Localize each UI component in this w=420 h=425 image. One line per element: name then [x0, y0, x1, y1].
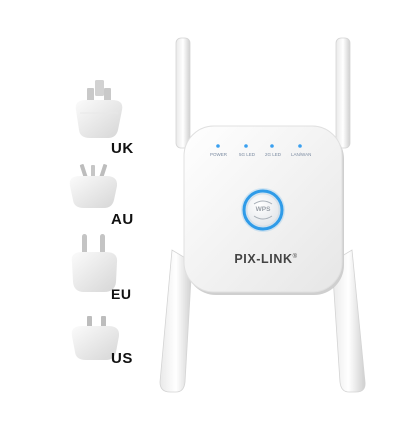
lan-wan-led	[298, 144, 302, 148]
power-led-label: POWER	[210, 152, 228, 157]
uk-plug	[75, 80, 123, 138]
5g-led	[244, 144, 248, 148]
power-led	[216, 144, 220, 148]
led-indicators	[216, 144, 302, 148]
eu-plug-label: EU	[111, 286, 132, 302]
lan-wan-led-label: LAN/WAN	[291, 152, 312, 157]
brand-name: PIX-LINK	[234, 252, 293, 266]
us-plug-label: US	[111, 350, 133, 367]
5g-led-label: 5G LED	[239, 152, 256, 157]
2g-led	[270, 144, 274, 148]
us-plug	[71, 316, 120, 360]
antennas	[159, 37, 366, 393]
brand-logo: PIX-LINK®	[212, 252, 320, 266]
au-plug-label: AU	[111, 211, 134, 228]
uk-plug-label: UK	[111, 140, 134, 157]
2g-led-label: 2G LED	[265, 152, 282, 157]
wps-button-label: WPS	[255, 206, 271, 213]
eu-plug	[71, 234, 118, 292]
wps-button	[241, 188, 285, 232]
au-plug	[69, 164, 118, 208]
registered-mark: ®	[292, 253, 298, 260]
